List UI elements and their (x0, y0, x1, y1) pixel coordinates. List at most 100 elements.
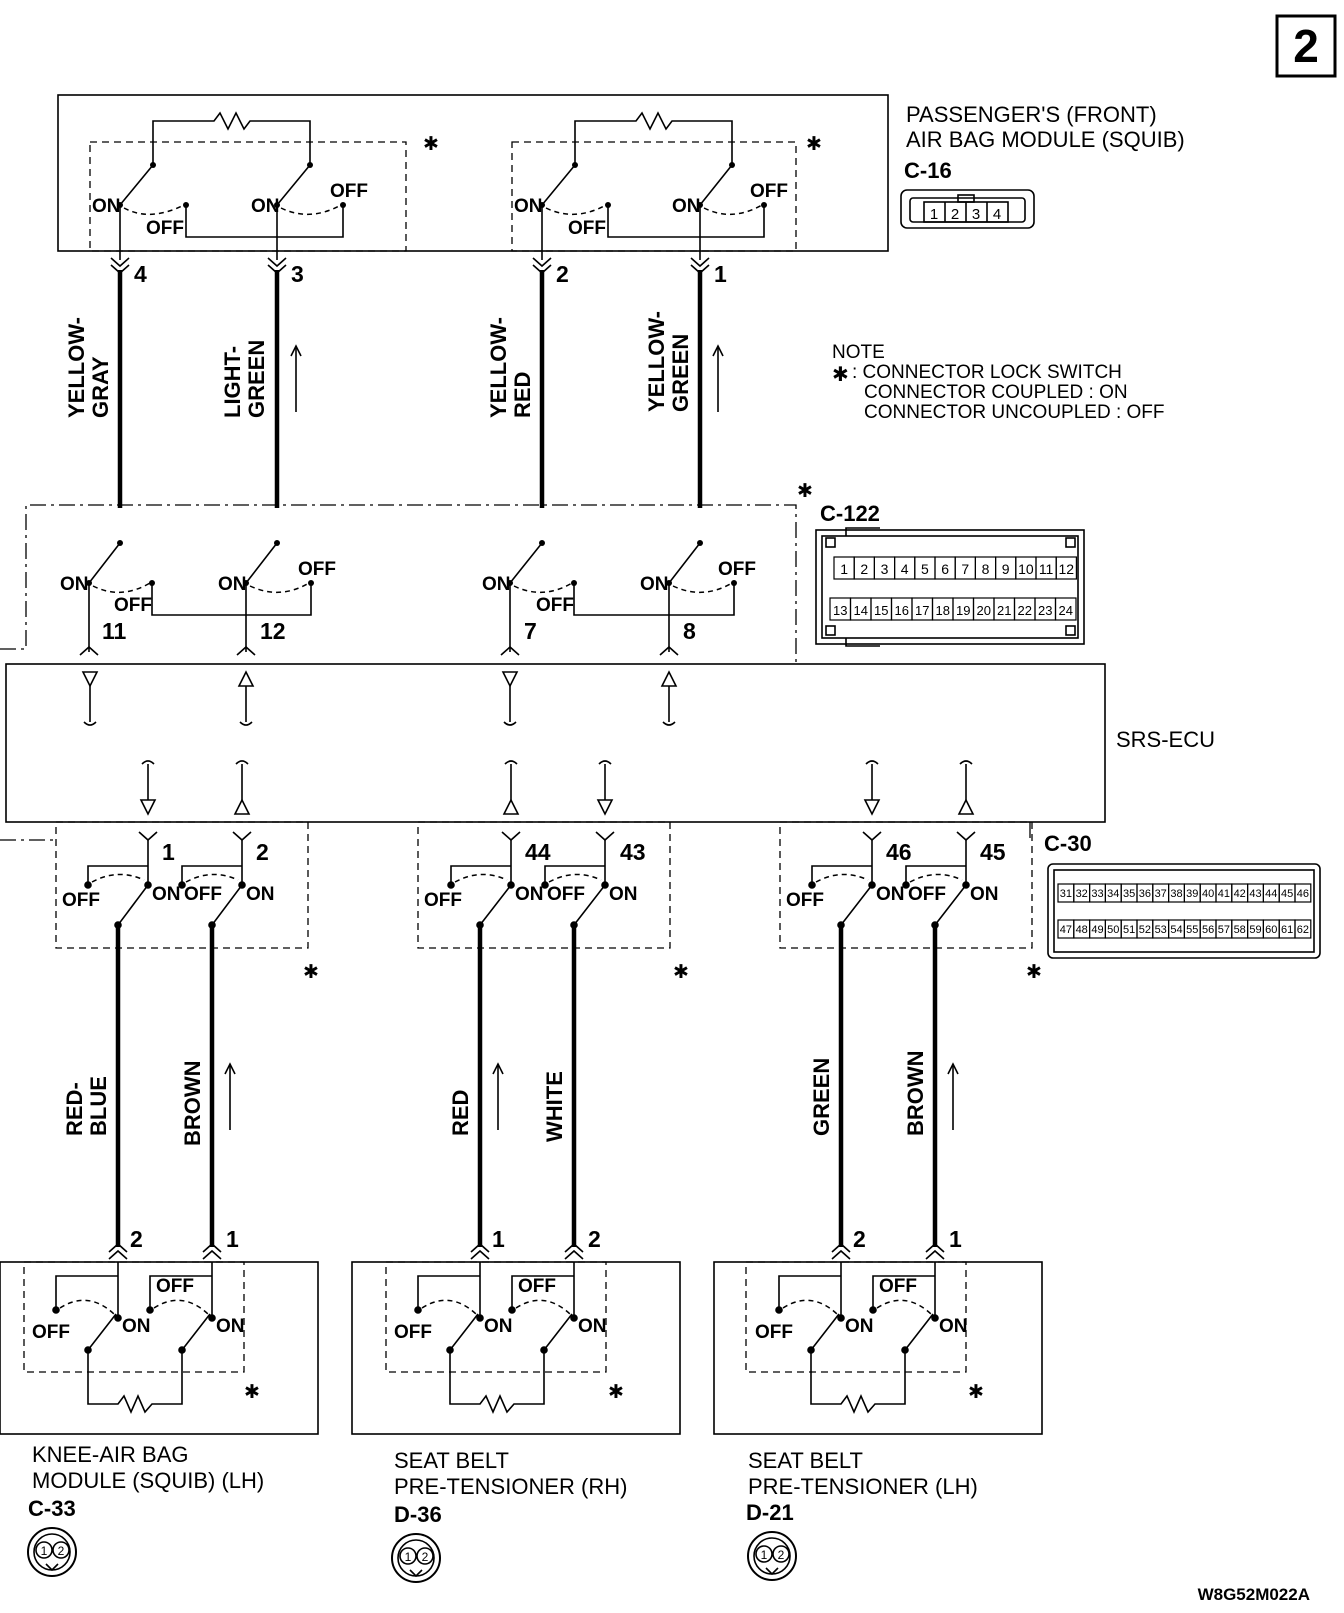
lock-switch-mark: ✱ (673, 962, 689, 983)
top-wiring-harness: 4 3 2 1 YELLOW- GRAY LIGHT- GREEN YELLOW… (64, 257, 727, 508)
ecu-pin-number: 46 (886, 839, 912, 865)
connector-pin: 50 (1107, 924, 1119, 936)
drawing-code: W8G52M022A (1198, 1585, 1310, 1604)
switch-off-label: OFF (62, 890, 100, 911)
lock-switch-mark: ✱ (797, 481, 813, 502)
switch-off-label: OFF (786, 890, 824, 911)
connector-pin: 45 (1281, 888, 1293, 900)
switch-on-label: ON (609, 884, 638, 905)
wire-color-label: YELLOW- (486, 317, 511, 418)
connector-pin: 47 (1060, 924, 1072, 936)
srs-ecu-label: SRS-ECU (1116, 727, 1215, 752)
note-line: CONNECTOR COUPLED : ON (864, 382, 1128, 403)
connector-pin: 12 (1059, 561, 1075, 577)
device-title-line1: KNEE-AIR BAG (32, 1442, 188, 1467)
connector-pin: 57 (1218, 924, 1230, 936)
switch-off-label: OFF (568, 218, 606, 239)
connector-code: D-21 (746, 1500, 794, 1525)
connector-pin: 1 (761, 1548, 768, 1562)
lock-switch-mark: ✱ (423, 134, 439, 155)
switch-off-label: OFF (424, 890, 462, 911)
device-title-line2: MODULE (SQUIB) (LH) (32, 1468, 264, 1493)
connector-pin: 48 (1076, 924, 1088, 936)
connector-pin: 14 (854, 603, 868, 618)
bottom-wiring-harness: RED- BLUE BROWN RED WHITE GREEN BROWN 2 … (62, 925, 962, 1260)
connector-cell (1294, 919, 1312, 939)
connector-pin: 21 (997, 603, 1011, 618)
connector-pin: 11 (1039, 561, 1054, 577)
switch-off-label: OFF (32, 1322, 70, 1343)
lock-switch-mark: ✱ (244, 1382, 260, 1403)
squib-resistor (810, 1350, 906, 1414)
connector-pin: 4 (993, 206, 1001, 223)
switch-on-label: ON (578, 1316, 607, 1337)
lock-switch-mark: ✱ (1026, 962, 1042, 983)
device-title-line2: PRE-TENSIONER (LH) (748, 1474, 978, 1499)
connector-pin: 2 (58, 1544, 65, 1558)
switch-on-label: ON (672, 196, 701, 217)
switch-on-label: ON (970, 884, 999, 905)
round-connector-face (747, 1531, 797, 1581)
connector-pin: 40 (1202, 888, 1214, 900)
wire-color-label: GREEN (668, 334, 693, 412)
lock-switch-mark: ✱ (303, 962, 319, 983)
connector-pin: 1 (405, 1550, 412, 1564)
connector-pin: 41 (1218, 888, 1230, 900)
squib-resistor (574, 111, 733, 165)
pin-number: 3 (291, 261, 304, 287)
connector-cell (1294, 883, 1312, 903)
connector-pin: 61 (1281, 924, 1293, 936)
device-pin-number: 1 (492, 1226, 505, 1252)
switch-off-label: OFF (536, 595, 574, 616)
wire-color-label: LIGHT- (220, 346, 245, 418)
connector-pin: 34 (1107, 888, 1119, 900)
connector-pin: 13 (833, 603, 847, 618)
ecu-pin-number: 43 (620, 839, 646, 865)
switch-on-label: ON (640, 574, 669, 595)
srs-ecu-body: SRS-ECU (5, 663, 1215, 823)
connector-pin: 2 (951, 206, 959, 223)
round-connector-face (391, 1533, 441, 1583)
wire-color-label: BLUE (86, 1076, 111, 1136)
connector-pin: 38 (1170, 888, 1182, 900)
connector-pin: 16 (895, 603, 909, 618)
connector-pin: 35 (1123, 888, 1135, 900)
knee-air-bag-module: ✱ OFF ON OFF ON (0, 1261, 319, 1435)
switch-off-label: OFF (394, 1322, 432, 1343)
squib-resistor (449, 1350, 545, 1414)
wire-color-label: GREEN (244, 340, 269, 418)
switch-on-label: ON (122, 1316, 151, 1337)
ecu-pin-number: 1 (162, 839, 175, 865)
wire-color-label: RED (448, 1090, 473, 1136)
connector-pin: 1 (41, 1544, 48, 1558)
switch-off-label: OFF (879, 1276, 917, 1297)
wire-color-label: YELLOW- (64, 317, 89, 418)
switch-on-label: ON (939, 1316, 968, 1337)
switch-on-label: ON (60, 574, 89, 595)
ecu-pin-number: 45 (980, 839, 1006, 865)
connector-pin: 9 (1002, 561, 1010, 577)
switch-off-label: OFF (114, 595, 152, 616)
switch-on-label: ON (845, 1316, 874, 1337)
connector-pin: 44 (1265, 888, 1277, 900)
switch-on-label: ON (514, 196, 543, 217)
connector-cell (1054, 597, 1077, 621)
connector-pin: 2 (860, 561, 868, 577)
ecu-pin-number: 44 (525, 839, 551, 865)
connector-pin: 51 (1123, 924, 1135, 936)
pin-number: 4 (134, 261, 147, 287)
note-block: NOTE ✱ : CONNECTOR LOCK SWITCH CONNECTOR… (832, 342, 1165, 423)
connector-pin: 5 (921, 561, 929, 577)
wire-color-label: BROWN (903, 1050, 928, 1136)
connector-pin: 7 (961, 561, 969, 577)
switch-off-label: OFF (330, 181, 368, 202)
wire-color-label: RED- (62, 1082, 87, 1136)
switch-on-label: ON (216, 1316, 245, 1337)
squib-resistor (152, 111, 311, 165)
connector-pin: 4 (901, 561, 909, 577)
switch-on-label: ON (152, 884, 181, 905)
connector-pin: 56 (1202, 924, 1214, 936)
seat-belt-pre-tensioner-rh: ✱ OFF ON OFF ON (351, 1261, 681, 1435)
